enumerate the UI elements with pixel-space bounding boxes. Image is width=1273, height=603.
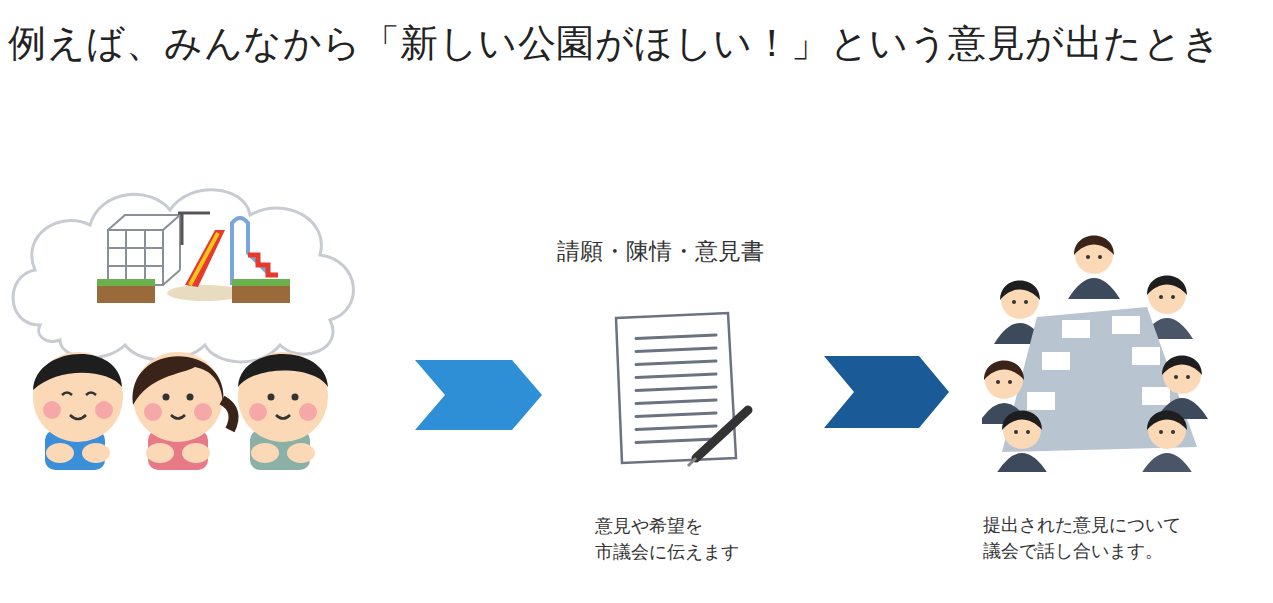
title: 例えば、みんなから「新しい公園がほしい！」という意見が出たとき bbox=[8, 18, 1222, 69]
chevron-arrow bbox=[412, 355, 547, 435]
meeting-illustration bbox=[982, 222, 1214, 472]
children-illustration bbox=[0, 175, 370, 480]
node-heading: 請願・陳情・意見書 bbox=[533, 235, 788, 268]
node-caption: 意見や希望を 市議会に伝えます bbox=[595, 513, 765, 565]
meeting-node: 提出された意見について 議会で話し合います。 bbox=[980, 220, 1220, 570]
document-illustration bbox=[608, 310, 758, 470]
document-node: 請願・陳情・意見書意見や希望を 市議会に伝えます bbox=[528, 235, 793, 575]
node-caption: 提出された意見について 議会で話し合います。 bbox=[983, 512, 1215, 564]
chevron-arrow bbox=[824, 356, 949, 428]
